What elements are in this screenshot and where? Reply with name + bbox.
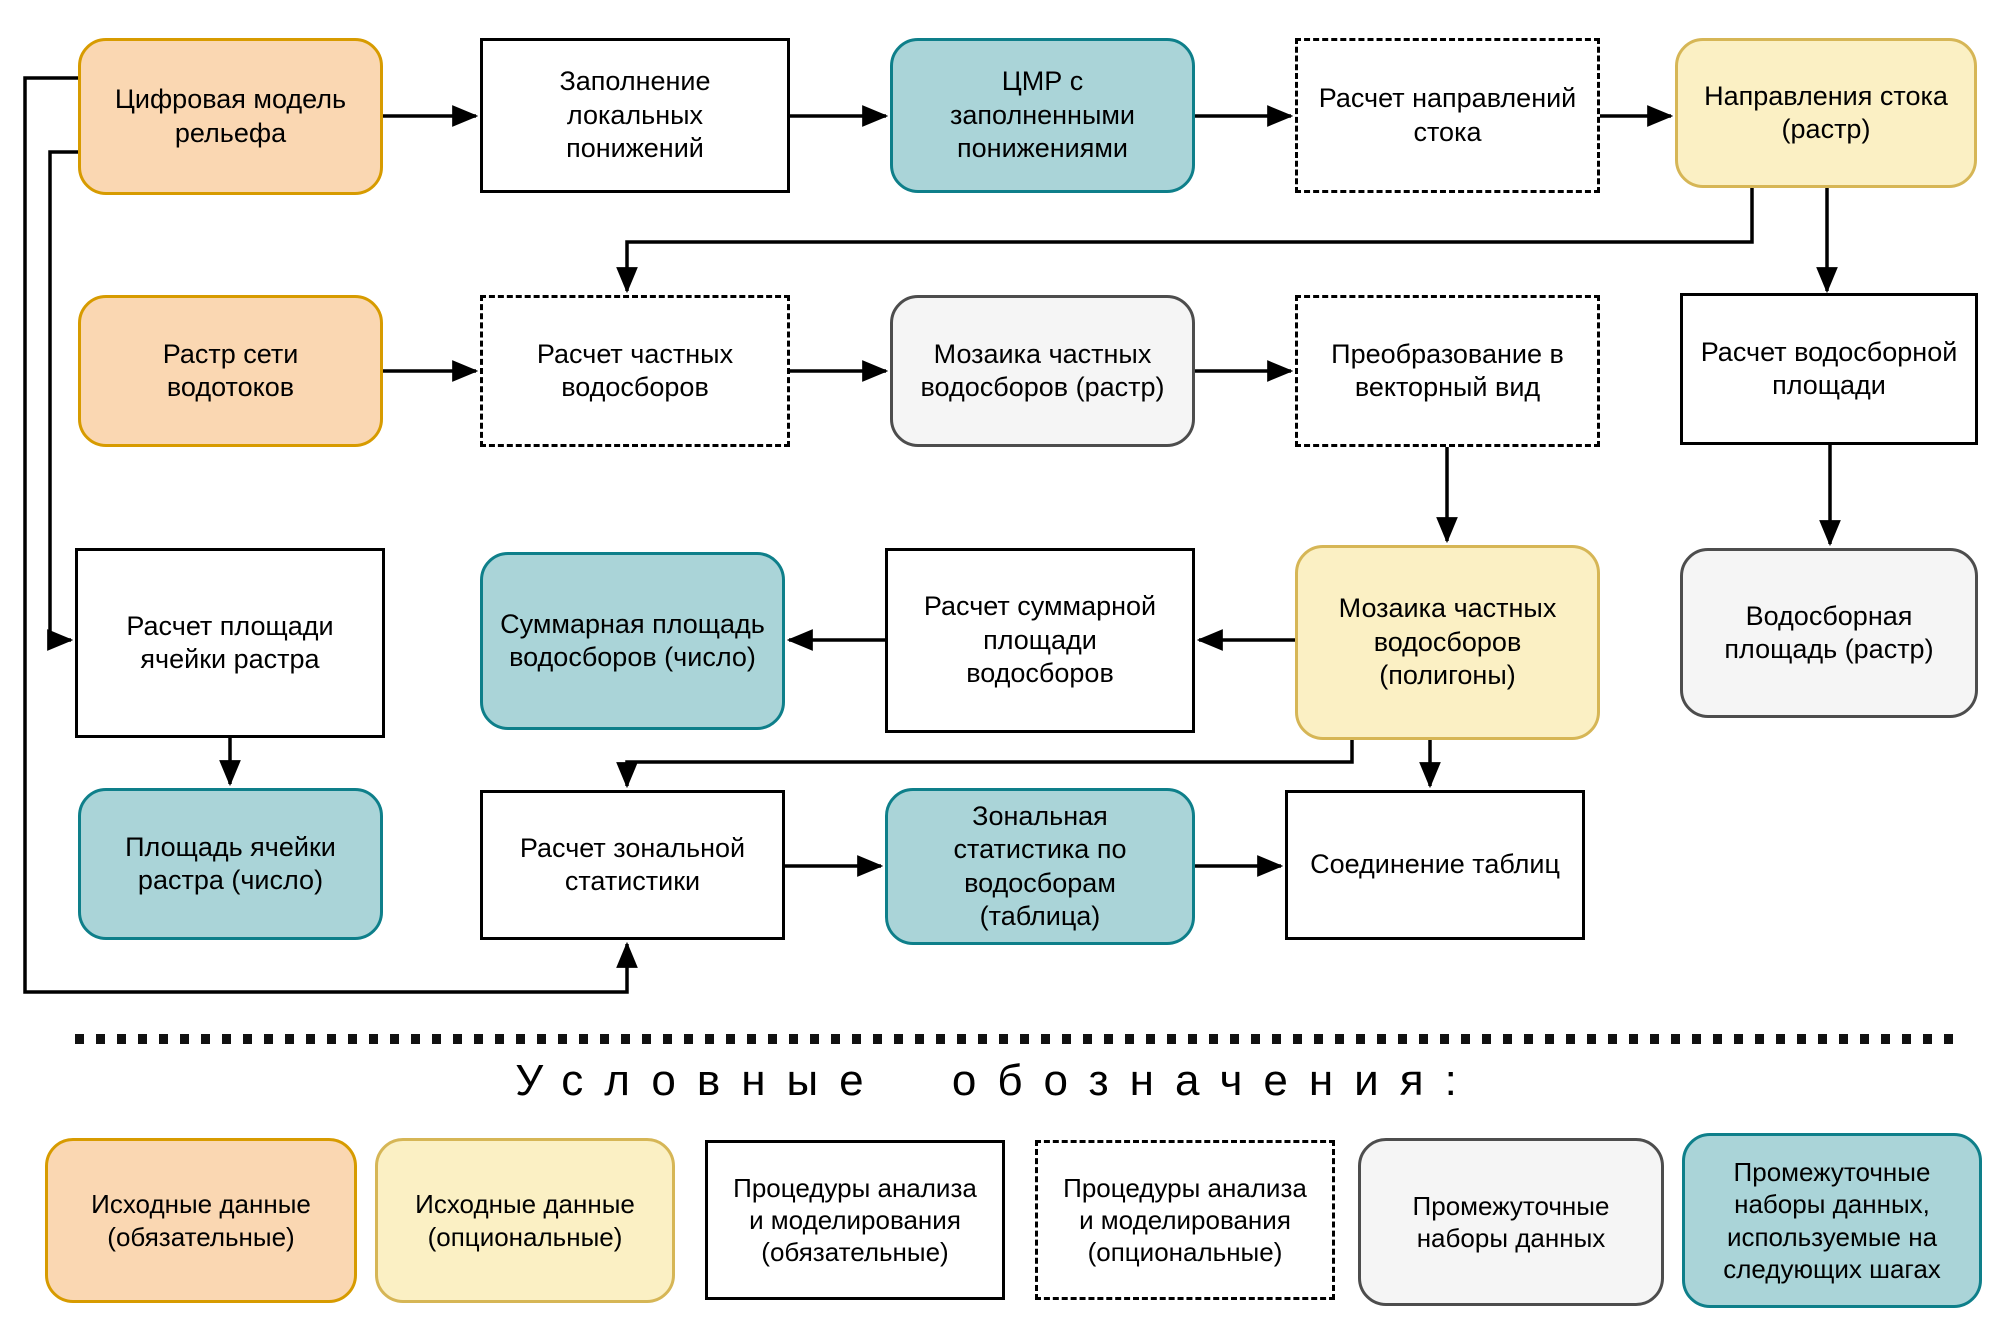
node-streams: Растр сети водотоков bbox=[78, 295, 383, 447]
legend-item-intermediate-used-later-label: Промежуточные наборы данных, используемы… bbox=[1723, 1157, 1941, 1284]
legend-item-source-required: Исходные данные (обязательные) bbox=[45, 1138, 357, 1303]
legend-item-intermediate-label: Промежуточные наборы данных bbox=[1412, 1190, 1610, 1253]
node-to-vector: Преобразование в векторный вид bbox=[1295, 295, 1600, 447]
node-flow-dir-calc: Расчет направлений стока bbox=[1295, 38, 1600, 193]
legend-item-procedure-optional: Процедуры анализа и моделирования (опцио… bbox=[1035, 1140, 1335, 1300]
node-mosaic-poly-label: Мозаика частных водосборов (полигоны) bbox=[1338, 593, 1557, 691]
node-fill-sinks-label: Заполнение локальных понижений bbox=[559, 66, 711, 164]
legend-item-procedure-optional-label: Процедуры анализа и моделирования (опцио… bbox=[1063, 1172, 1307, 1268]
node-part-catch-calc-label: Расчет частных водосборов bbox=[536, 338, 734, 402]
legend-item-source-required-label: Исходные данные (обязательные) bbox=[91, 1189, 311, 1252]
node-zonal-calc: Расчет зональной статистики bbox=[480, 790, 785, 940]
node-zonal-calc-label: Расчет зональной статистики bbox=[519, 832, 746, 896]
node-to-vector-label: Преобразование в векторный вид bbox=[1331, 338, 1564, 402]
legend-item-procedure-required: Процедуры анализа и моделирования (обяза… bbox=[705, 1140, 1005, 1300]
node-flow-dir: Направления стока (растр) bbox=[1675, 38, 1977, 188]
node-streams-label: Растр сети водотоков bbox=[162, 338, 299, 402]
node-mosaic-raster-label: Мозаика частных водосборов (растр) bbox=[920, 338, 1165, 402]
node-total-area: Суммарная площадь водосборов (число) bbox=[480, 552, 785, 730]
node-cell-area-calc: Расчет площади ячейки растра bbox=[75, 548, 385, 738]
legend-title: Условные обозначения: bbox=[515, 1056, 1478, 1105]
legend-item-source-optional-label: Исходные данные (опциональные) bbox=[415, 1189, 635, 1252]
node-total-area-calc-label: Расчет суммарной площади водосборов bbox=[923, 591, 1157, 689]
node-dem-label: Цифровая модель рельефа bbox=[114, 84, 347, 148]
node-dem-filled-label: ЦМР с заполненными понижениями bbox=[950, 66, 1135, 164]
node-cell-area-calc-label: Расчет площади ячейки растра bbox=[126, 610, 334, 674]
node-total-area-label: Суммарная площадь водосборов (число) bbox=[500, 608, 765, 672]
legend-item-source-optional: Исходные данные (опциональные) bbox=[375, 1138, 675, 1303]
node-flow-dir-label: Направления стока (растр) bbox=[1704, 80, 1948, 144]
node-fill-sinks: Заполнение локальных понижений bbox=[480, 38, 790, 193]
legend-item-intermediate-used-later: Промежуточные наборы данных, используемы… bbox=[1682, 1133, 1982, 1308]
node-total-area-calc: Расчет суммарной площади водосборов bbox=[885, 548, 1195, 733]
node-catch-area-calc: Расчет водосборной площади bbox=[1680, 293, 1978, 445]
legend-item-intermediate: Промежуточные наборы данных bbox=[1358, 1138, 1664, 1306]
node-catch-area: Водосборная площадь (растр) bbox=[1680, 548, 1978, 718]
node-zonal-table-label: Зональная статистика по водосборам (табл… bbox=[953, 800, 1127, 931]
dotted-divider bbox=[75, 1034, 1958, 1044]
legend-item-procedure-required-label: Процедуры анализа и моделирования (обяза… bbox=[733, 1172, 977, 1268]
connector-flow-dir-to-part-catch-calc bbox=[616, 188, 1754, 294]
node-cell-area-label: Площадь ячейки растра (число) bbox=[125, 831, 336, 895]
connector-mosaic-poly-to-zonal-calc bbox=[616, 740, 1354, 789]
node-join-tables: Соединение таблиц bbox=[1285, 790, 1585, 940]
node-join-tables-label: Соединение таблиц bbox=[1310, 849, 1560, 880]
node-catch-area-calc-label: Расчет водосборной площади bbox=[1700, 336, 1958, 400]
node-catch-area-label: Водосборная площадь (растр) bbox=[1724, 600, 1934, 664]
node-part-catch-calc: Расчет частных водосборов bbox=[480, 295, 790, 447]
connector-dem-to-cell-area-calc bbox=[47, 150, 78, 651]
node-mosaic-raster: Мозаика частных водосборов (растр) bbox=[890, 295, 1195, 447]
node-flow-dir-calc-label: Расчет направлений стока bbox=[1318, 83, 1577, 147]
connector-dem-to-zonal-calc bbox=[23, 76, 638, 994]
node-dem-filled: ЦМР с заполненными понижениями bbox=[890, 38, 1195, 193]
node-cell-area: Площадь ячейки растра (число) bbox=[78, 788, 383, 940]
node-dem: Цифровая модель рельефа bbox=[78, 38, 383, 195]
node-mosaic-poly: Мозаика частных водосборов (полигоны) bbox=[1295, 545, 1600, 740]
node-zonal-table: Зональная статистика по водосборам (табл… bbox=[885, 788, 1195, 945]
